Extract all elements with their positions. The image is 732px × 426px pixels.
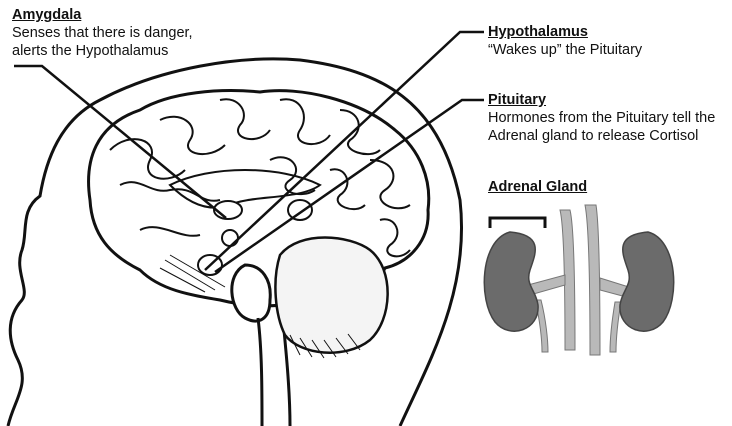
- kidneys-illustration: [484, 205, 673, 355]
- amygdala-label: Amygdala Senses that there is danger, al…: [12, 6, 193, 60]
- right-kidney: [620, 232, 674, 331]
- pituitary-shape: [222, 230, 238, 246]
- pituitary-desc-line2: Adrenal gland to release Cortisol: [488, 127, 715, 145]
- cerebellum: [275, 238, 387, 353]
- adrenal-title: Adrenal Gland: [488, 178, 587, 196]
- adrenal-bracket: [490, 218, 545, 228]
- hypothalamus-title: Hypothalamus: [488, 23, 642, 41]
- left-kidney: [484, 232, 538, 331]
- vena-cava: [585, 205, 600, 355]
- pituitary-title: Pituitary: [488, 91, 715, 109]
- adrenal-label: Adrenal Gland: [488, 178, 587, 196]
- amygdala-desc-line2: alerts the Hypothalamus: [12, 42, 193, 60]
- hypothalamus-label: Hypothalamus “Wakes up” the Pituitary: [488, 23, 642, 59]
- thalamus-shape: [288, 200, 312, 220]
- pituitary-label: Pituitary Hormones from the Pituitary te…: [488, 91, 715, 145]
- brainstem: [232, 265, 270, 321]
- amygdala-desc-line1: Senses that there is danger,: [12, 24, 193, 42]
- pituitary-desc-line1: Hormones from the Pituitary tell the: [488, 109, 715, 127]
- amygdala-title: Amygdala: [12, 6, 193, 24]
- hypothalamus-desc: “Wakes up” the Pituitary: [488, 41, 642, 59]
